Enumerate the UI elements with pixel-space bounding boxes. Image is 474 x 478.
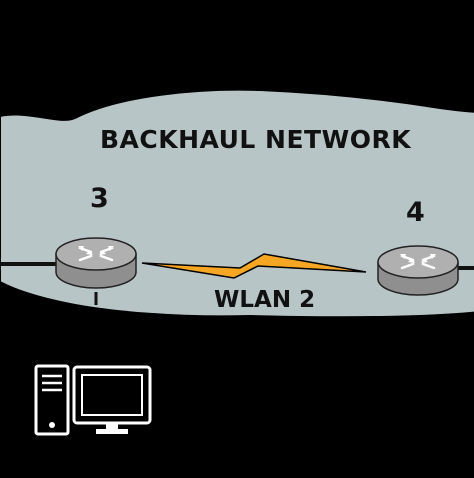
- node-4-label: 4: [406, 197, 425, 228]
- desktop-computer-icon: [34, 364, 152, 436]
- lightning-bolt-icon: [141, 253, 367, 279]
- wlan-link-label: WLAN 2: [214, 287, 316, 313]
- router-icon: [377, 245, 459, 296]
- cloud-title: BACKHAUL NETWORK: [100, 125, 412, 154]
- node-3-label: 3: [90, 183, 109, 214]
- router-icon: [55, 237, 137, 289]
